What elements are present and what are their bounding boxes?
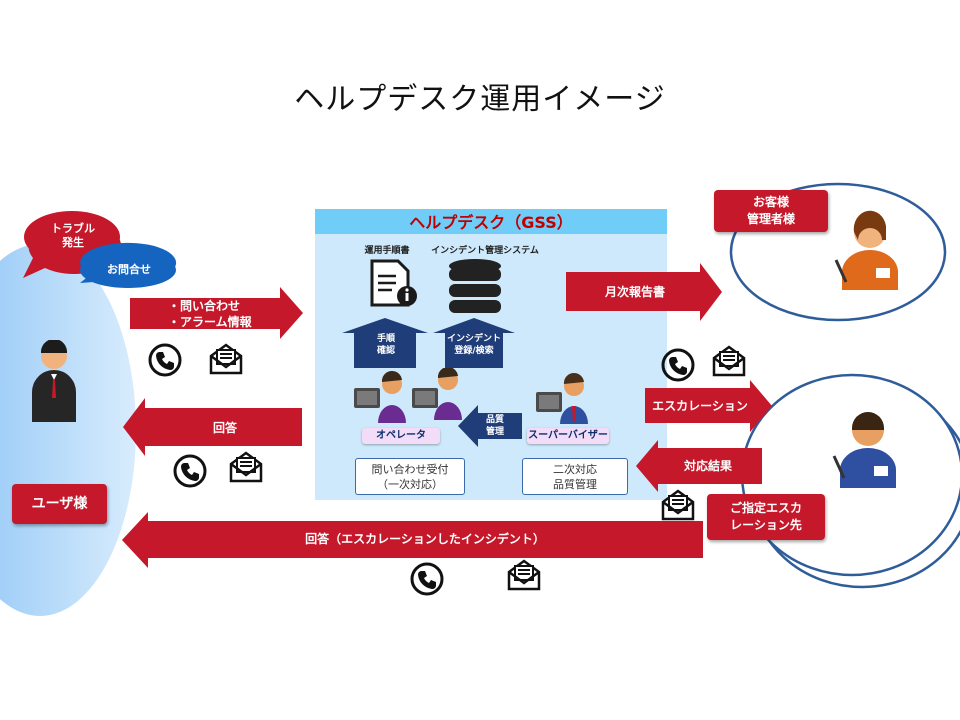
user-area	[0, 244, 136, 616]
result-arrow	[636, 440, 762, 492]
procedures-arrow-label: 手順確認	[376, 334, 395, 356]
inquiry-arrow	[130, 287, 303, 339]
operator-box: 問い合わせ受付（一次対応）	[355, 458, 465, 495]
phone-icon	[147, 342, 183, 382]
helpdesk-header	[315, 209, 667, 234]
escalation-arrow	[645, 380, 772, 432]
page-title: ヘルプデスク運用イメージ	[294, 82, 666, 117]
escalated-answer-arrow-text: 回答（エスカレーションしたインシデント）	[305, 532, 545, 546]
mail-icon	[660, 488, 696, 526]
inquiry-arrow-text: ・問い合わせ・アラーム情報	[168, 299, 252, 329]
operator-figures	[354, 368, 462, 423]
answer-arrow-text: 回答	[212, 421, 237, 435]
supervisor-box: 二次対応品質管理	[522, 458, 628, 495]
supervisor-tag: スーパーバイザー	[527, 428, 609, 444]
customer-manager-label: お客様管理者様	[714, 190, 828, 232]
inquiry-bubble-text: お問合せ	[107, 263, 151, 276]
helpdesk-label: ヘルプデスク（GSS）	[409, 213, 573, 232]
user-figure	[32, 340, 76, 422]
incident-system-label: インシデント管理システム	[431, 246, 539, 256]
phone-icon	[409, 561, 445, 601]
mail-icon	[228, 450, 264, 488]
supervisor-figure	[536, 372, 588, 424]
escalation-arrow-text: エスカレーション	[652, 399, 748, 413]
escalated-answer-arrow	[122, 512, 703, 568]
quality-arrow	[458, 405, 522, 447]
trouble-bubble-text: トラブル発生	[51, 222, 95, 249]
phone-icon	[172, 453, 208, 493]
user-label: ユーザ様	[12, 484, 107, 524]
incident-arrow-label: インシデント登録/検索	[446, 334, 501, 356]
procedures-label: 運用手順書	[364, 246, 410, 256]
phone-icon	[660, 347, 696, 387]
document-icon	[370, 259, 417, 307]
escalation-target-figure	[832, 412, 896, 488]
monthly-report-arrow-text: 月次報告書	[604, 285, 665, 299]
mail-icon	[208, 342, 244, 380]
customer-manager-figure	[834, 210, 898, 290]
answer-arrow	[123, 398, 302, 456]
mail-icon	[711, 344, 747, 382]
result-arrow-text: 対応結果	[683, 459, 732, 473]
incident-arrow	[433, 318, 515, 368]
operator-tag: オペレータ	[362, 428, 440, 444]
escalation-target-label: ご指定エスカレーション先	[707, 494, 825, 540]
quality-arrow-label: 品質管理	[485, 415, 504, 437]
monthly-report-arrow	[566, 263, 722, 321]
mail-icon	[506, 558, 542, 596]
database-icon	[449, 259, 501, 313]
procedures-arrow	[342, 318, 428, 368]
